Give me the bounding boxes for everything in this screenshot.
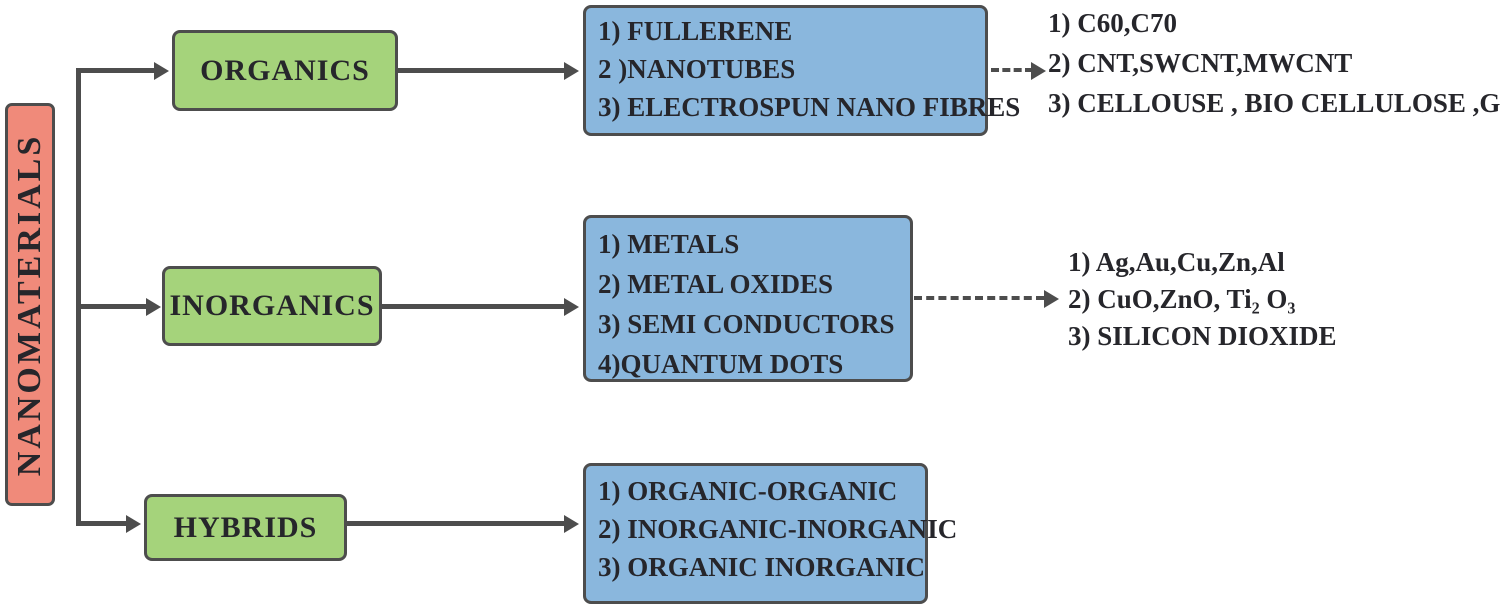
type-item: 3) SEMI CONDUCTORS <box>598 309 895 339</box>
types-box-hybrids: 1) ORGANIC-ORGANIC 2) INORGANIC-INORGANI… <box>583 463 958 604</box>
category-box-hybrids: HYBRIDS <box>144 494 347 561</box>
connector-organics-to-types <box>398 68 564 73</box>
arrowhead-icon <box>126 515 141 533</box>
type-item: 4)QUANTUM DOTS <box>598 349 844 379</box>
type-item: 2) METAL OXIDES <box>598 269 834 299</box>
category-box-inorganics: INORGANICS <box>162 266 382 346</box>
connector-hybrids-to-types <box>347 521 564 526</box>
type-item: 2 )NANOTUBES <box>598 54 796 84</box>
dashed-connector-inorganics-examples <box>914 296 1044 300</box>
example-item: 2) CuO,ZnO, Ti₂ O₃ <box>1068 284 1296 314</box>
type-item: 1) FULLERENE <box>598 16 793 46</box>
type-item: 1) ORGANIC-ORGANIC <box>598 476 898 506</box>
example-item: 1) Ag,Au,Cu,Zn,Al <box>1068 247 1285 277</box>
examples-list-inorganics: 1) Ag,Au,Cu,Zn,Al 2) CuO,ZnO, Ti₂ O₃ 3) … <box>1068 244 1337 355</box>
type-item: 2) INORGANIC-INORGANIC <box>598 514 958 544</box>
connector-inorganics-to-types <box>382 304 564 309</box>
category-label-inorganics: INORGANICS <box>169 289 375 322</box>
examples-list-organics: 1) C60,C70 2) CNT,SWCNT,MWCNT 3) CELLOUS… <box>1048 3 1500 123</box>
root-node-nanomaterials: NANOMATERIALS <box>5 103 55 506</box>
arrowhead-icon <box>564 298 579 316</box>
category-box-organics: ORGANICS <box>172 30 398 111</box>
example-item: 1) C60,C70 <box>1048 8 1177 38</box>
arrowhead-icon <box>1044 290 1059 308</box>
arrowhead-icon <box>1031 62 1046 80</box>
category-label-organics: ORGANICS <box>200 53 370 87</box>
type-item: 3) ORGANIC INORGANIC <box>598 552 926 582</box>
connector-trunk-to-hybrids <box>76 521 126 526</box>
arrowhead-icon <box>564 515 579 533</box>
example-item: 3) SILICON DIOXIDE <box>1068 321 1337 351</box>
type-item: 1) METALS <box>598 229 740 259</box>
type-item: 3) ELECTROSPUN NANO FIBRES <box>598 92 1021 122</box>
example-item: 3) CELLOUSE , BIO CELLULOSE ,GNF <box>1048 88 1500 118</box>
arrowhead-icon <box>564 62 579 80</box>
example-item: 2) CNT,SWCNT,MWCNT <box>1048 48 1353 78</box>
connector-trunk <box>76 68 81 526</box>
connector-trunk-to-organics <box>76 68 154 73</box>
dashed-connector-organics-examples <box>991 68 1033 72</box>
arrowhead-icon <box>146 298 161 316</box>
types-box-inorganics: 1) METALS 2) METAL OXIDES 3) SEMI CONDUC… <box>583 215 913 382</box>
types-box-organics: 1) FULLERENE 2 )NANOTUBES 3) ELECTROSPUN… <box>583 5 1021 136</box>
connector-trunk-to-inorganics <box>76 304 146 309</box>
category-label-hybrids: HYBRIDS <box>173 510 318 544</box>
arrowhead-icon <box>154 62 169 80</box>
root-label: NANOMATERIALS <box>11 133 48 476</box>
